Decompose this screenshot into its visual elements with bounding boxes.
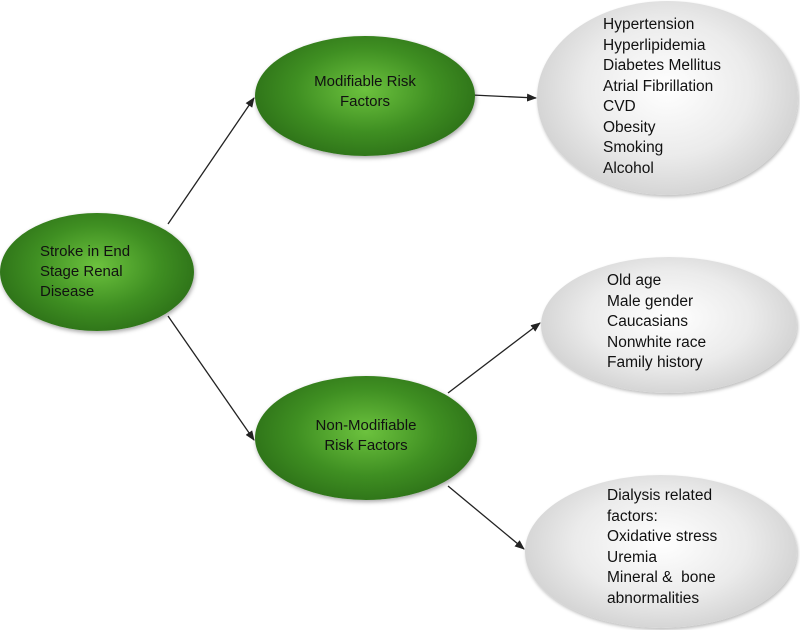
modifiable-factors-node <box>537 1 798 195</box>
dialysis-factor-item: Oxidative stress <box>607 528 718 545</box>
non-modifiable-factors-list: Old age Male gender Caucasians Nonwhite … <box>607 271 706 374</box>
dialysis-factor-item: Uremia <box>607 548 657 566</box>
modifiable-factors-list: Hypertension Hyperlipidemia Diabetes Mel… <box>603 15 721 179</box>
modifiable-factor-item: Smoking <box>603 139 664 156</box>
non-modifiable-factor-item: Nonwhite race <box>607 333 707 351</box>
root-label-line: Stroke in End <box>40 243 131 260</box>
non-modifiable-factor-item: Old age <box>607 272 662 289</box>
dialysis-factor-item: factors: <box>607 507 658 525</box>
root-node <box>0 213 194 331</box>
root-node-label: Stroke in End Stage Renal Disease <box>40 242 130 302</box>
modifiable-factor-item: Hyperlipidemia <box>603 36 706 54</box>
root-label-line: Stage Renal <box>40 263 123 280</box>
non-modifiable-node-label: Non-Modifiable Risk Factors <box>255 416 477 456</box>
non-modifiable-factor-item: Family history <box>607 354 703 371</box>
non-modifiable-factors-node <box>541 257 797 393</box>
modifiable-label-line: Modifiable Risk <box>314 73 416 90</box>
modifiable-factor-item: Alcohol <box>603 159 654 177</box>
non-modifiable-label-line: Non-Modifiable <box>315 417 417 434</box>
non-modifiable-factor-item: Caucasians <box>607 313 688 330</box>
root-label-line: Disease <box>40 283 95 300</box>
dialysis-factor-item: Dialysis related <box>607 487 713 504</box>
arrow-modifiable-to-list <box>471 93 537 102</box>
modifiable-factor-item: Obesity <box>603 118 656 136</box>
modifiable-factor-item: Diabetes Mellitus <box>603 57 722 74</box>
non-modifiable-node <box>255 376 477 500</box>
dialysis-factor-item: abnormalities <box>607 589 700 607</box>
arrow-non-modifiable-to-list <box>447 322 541 394</box>
dialysis-factors-list: Dialysis related factors: Oxidative stre… <box>607 486 717 609</box>
modifiable-factor-item: Atrial Fibrillation <box>603 77 714 95</box>
modifiable-factor-item: CVD <box>603 98 636 115</box>
modifiable-factor-item: Hypertension <box>603 16 695 33</box>
arrow-root-to-modifiable <box>167 97 255 225</box>
dialysis-factor-item: Mineral & bone <box>607 569 716 586</box>
modifiable-node-label: Modifiable Risk Factors <box>255 72 475 112</box>
modifiable-label-line: Factors <box>339 93 390 110</box>
non-modifiable-factor-item: Male gender <box>607 292 694 310</box>
non-modifiable-label-line: Risk Factors <box>324 437 408 454</box>
arrow-root-to-non-modifiable <box>167 315 255 441</box>
arrow-non-modifiable-to-dialysis <box>447 485 525 550</box>
dialysis-factors-node <box>525 475 797 628</box>
modifiable-node <box>255 36 475 156</box>
